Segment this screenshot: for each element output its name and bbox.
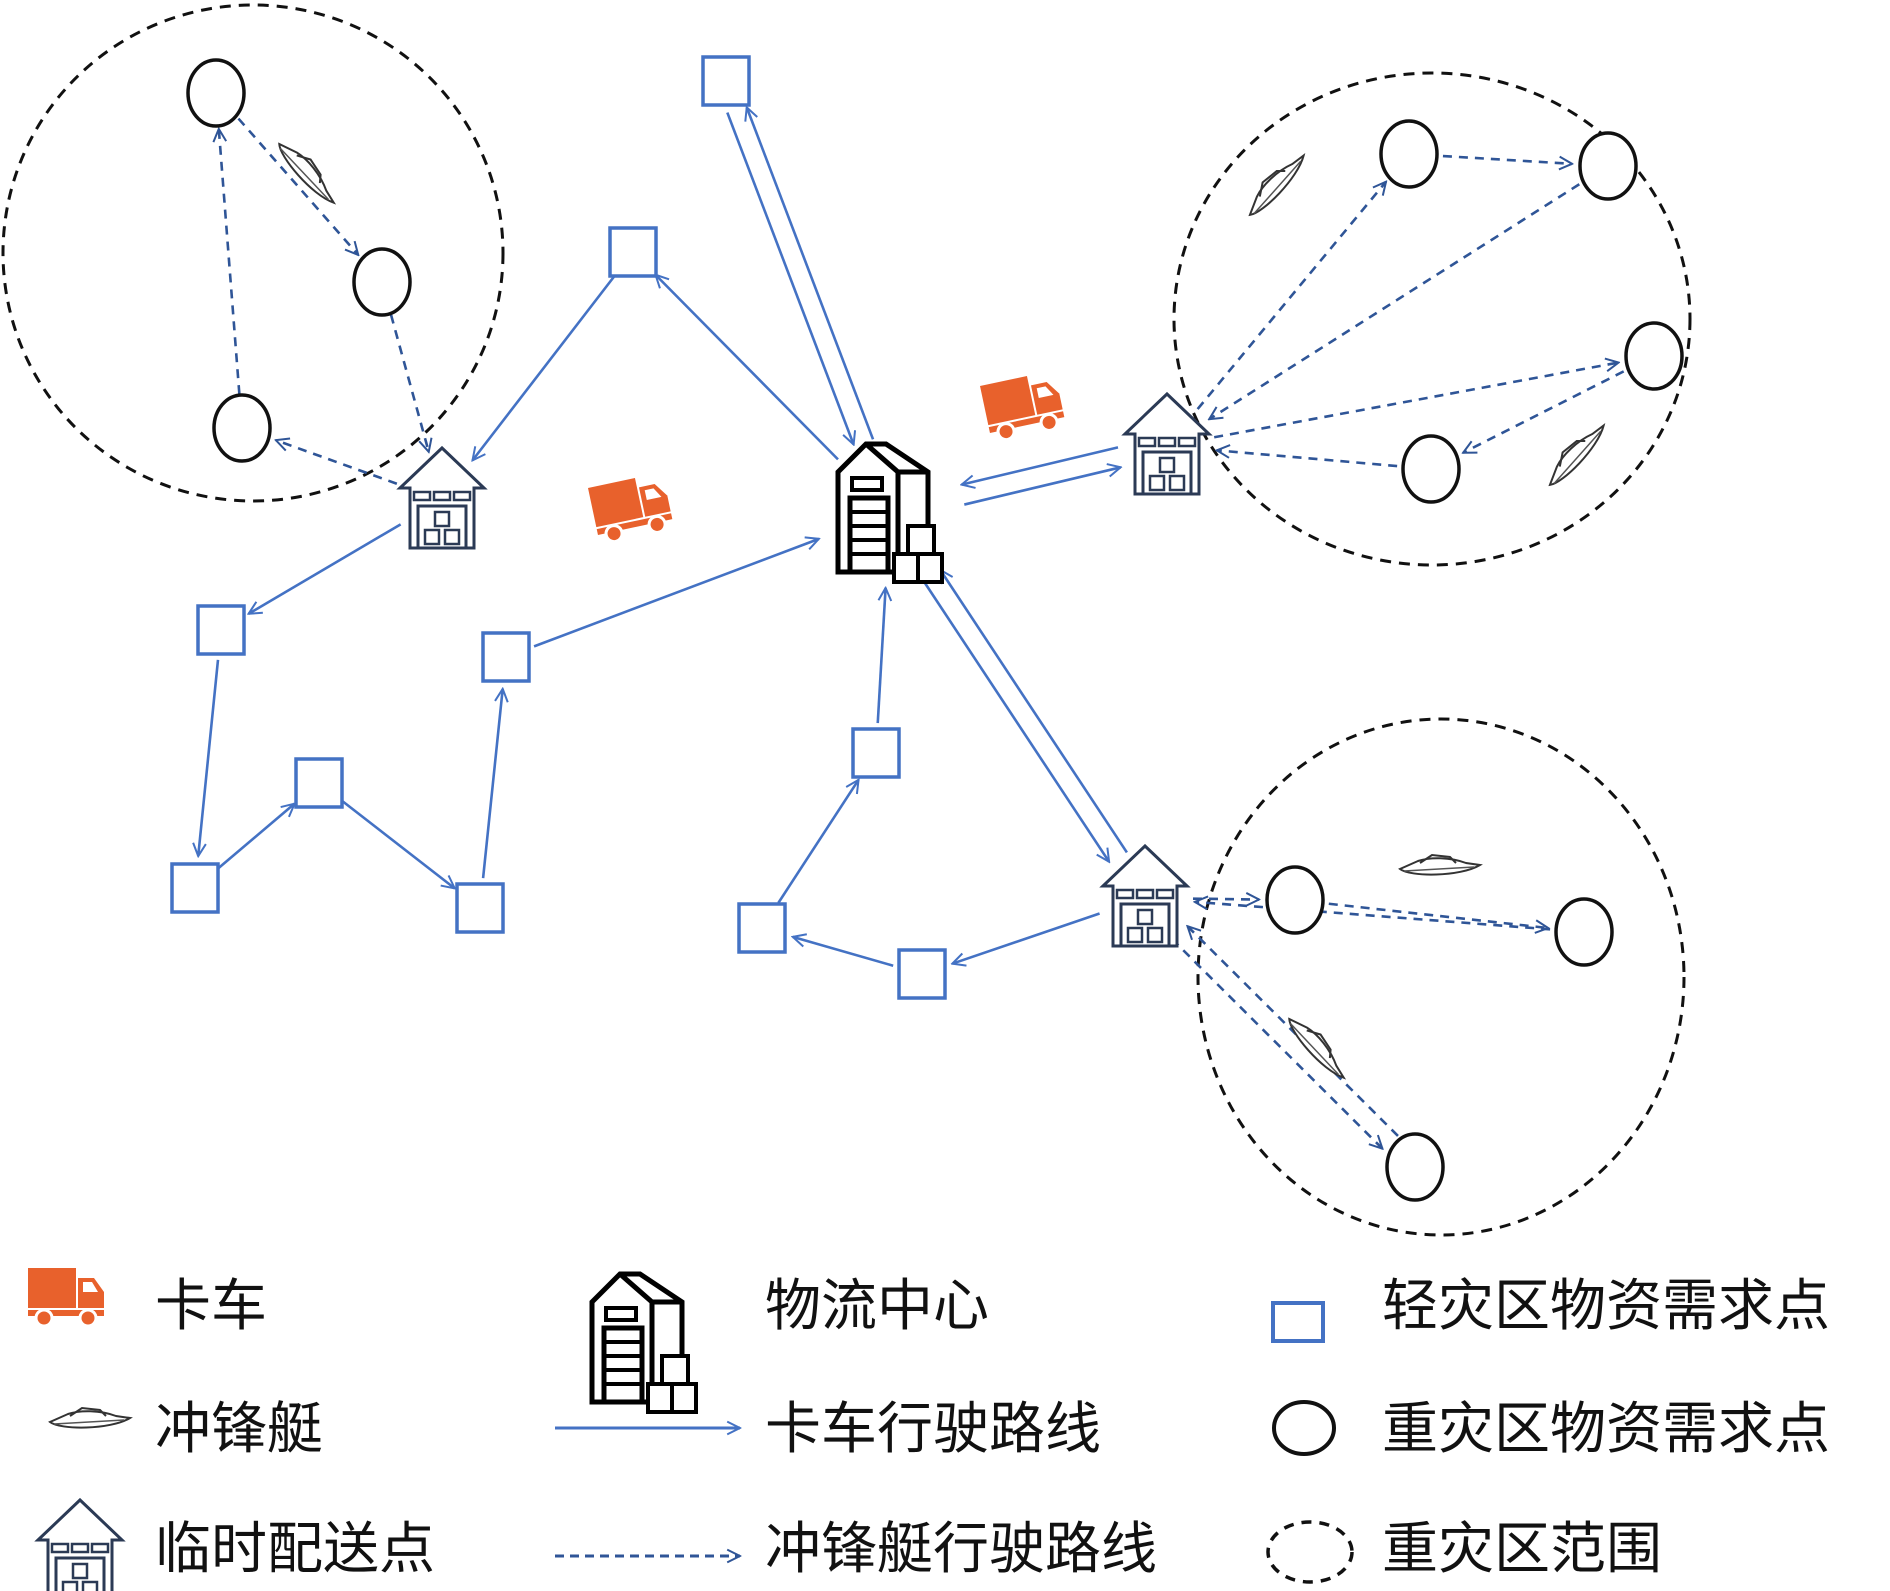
nodes-layer	[170, 55, 1684, 1202]
legend: 卡车 冲锋艇 临时配送点 物流中心 卡车行驶路线 冲锋艇行驶路线 轻灾区物资需求…	[26, 1266, 1830, 1591]
heavy-demand-point	[1265, 865, 1325, 935]
boat-route-H4-H5	[1442, 154, 1572, 164]
truck-icon	[586, 470, 676, 547]
logistics-center-icon	[838, 444, 942, 582]
truck-route-D3-L10	[952, 912, 1100, 963]
truck-route-L8-C	[876, 588, 886, 724]
boat-icon	[49, 1407, 131, 1429]
boat-route-D2-H6	[1213, 363, 1618, 439]
legend-item-truck-route: 卡车行驶路线	[555, 1397, 1101, 1462]
logistics-center-icon	[592, 1274, 696, 1412]
temp-depot-icon	[36, 1498, 124, 1591]
heavy-demand-point	[1401, 434, 1461, 504]
truck-route-D3-C	[940, 570, 1128, 854]
legend-label-boat: 冲锋艇	[155, 1397, 323, 1462]
heavy-demand-point	[212, 393, 272, 463]
heavy-demand-point	[1385, 1132, 1445, 1202]
light-demand-point	[196, 604, 246, 656]
light-demand-square-icon	[1271, 1301, 1325, 1343]
legend-label-truck: 卡车	[155, 1274, 267, 1339]
heavy-zone-boundary	[1172, 71, 1692, 567]
truck-route-L7-L4	[481, 689, 503, 879]
heavy-demand-point	[1578, 131, 1638, 201]
heavy-zones-layer	[1, 3, 1692, 1237]
light-demand-point	[481, 631, 531, 683]
temp-depot-icon	[1101, 844, 1189, 948]
light-demand-point	[170, 862, 220, 914]
heavy-demand-point	[1379, 119, 1439, 189]
boat-route-H6-H7	[1463, 370, 1625, 454]
boat-route-D2-H4	[1196, 182, 1386, 410]
legend-item-boat-route: 冲锋艇行驶路线	[555, 1517, 1157, 1582]
truck-route-L1-C	[726, 112, 853, 445]
legend-item-heavy-demand: 重灾区物资需求点	[1272, 1397, 1830, 1462]
legend-item-temp-depot: 临时配送点	[36, 1498, 435, 1591]
heavy-zone-boundary	[1196, 717, 1686, 1237]
truck-route-L10-L9	[793, 937, 894, 967]
boat-icon	[1539, 417, 1612, 490]
boat-route-D1-H3	[276, 440, 398, 485]
truck-route-L5-L7	[341, 800, 455, 888]
truck-route-D1-L3	[249, 523, 402, 613]
legend-item-heavy-zone: 重灾区范围	[1266, 1517, 1662, 1584]
boat-route-D3-H8	[1192, 899, 1259, 900]
boat-route-H9-D3	[1195, 902, 1551, 931]
boat-icon	[1284, 1009, 1353, 1085]
truck-route-L9-L8	[777, 780, 858, 904]
truck-route-C-L2	[655, 275, 839, 461]
light-demand-point	[294, 757, 344, 809]
legend-label-light-demand: 轻灾区物资需求点	[1382, 1274, 1830, 1339]
truck-icon	[26, 1266, 106, 1328]
light-demand-point	[608, 226, 658, 278]
boat-icon	[1239, 147, 1312, 220]
legend-item-truck: 卡车	[26, 1266, 267, 1339]
light-demand-point	[701, 55, 751, 107]
boat-route-H8-H9	[1328, 902, 1548, 928]
heavy-zone-boundary	[1, 3, 505, 503]
boat-route-H5-D2	[1209, 183, 1580, 419]
boat-route-H1-H2	[237, 117, 358, 255]
legend-label-logistics-center: 物流中心	[765, 1274, 989, 1339]
truck-route-L2-D1	[473, 274, 616, 461]
boat-route-D3-H10	[1171, 938, 1382, 1149]
legend-item-boat: 冲锋艇	[49, 1397, 323, 1462]
light-demand-point	[455, 882, 505, 934]
truck-route-L6-L5	[217, 804, 295, 870]
temp-depot-icon	[1123, 392, 1211, 496]
truck-route-L4-C	[533, 539, 819, 648]
legend-label-boat-route: 冲锋艇行驶路线	[765, 1517, 1157, 1582]
truck-route-C-L1	[747, 107, 875, 440]
light-demand-point	[737, 902, 787, 954]
truck-route-C-D3	[921, 578, 1109, 862]
heavy-zone-dashed-circle-icon	[1266, 1520, 1354, 1584]
boat-route-H2-D1	[389, 314, 429, 452]
boat-route-H7-D2	[1217, 450, 1398, 468]
light-demand-point	[851, 727, 901, 779]
heavy-demand-point	[186, 58, 246, 128]
truck-route-C-D2	[964, 467, 1120, 506]
temp-depot-icon	[398, 446, 486, 550]
heavy-demand-point	[1624, 321, 1684, 391]
light-demand-point	[897, 948, 947, 1000]
boat-route-H3-H1	[219, 129, 241, 395]
routes-layer	[198, 107, 1625, 1149]
legend-item-light-demand: 轻灾区物资需求点	[1271, 1274, 1830, 1343]
legend-label-temp-depot: 临时配送点	[155, 1517, 435, 1582]
truck-route-D2-C	[962, 446, 1119, 484]
heavy-demand-circle-icon	[1272, 1400, 1336, 1456]
heavy-demand-point	[352, 247, 412, 317]
boat-icon	[1399, 854, 1481, 876]
legend-label-truck-route: 卡车行驶路线	[765, 1397, 1101, 1462]
heavy-demand-point	[1554, 897, 1614, 967]
legend-item-logistics-center: 物流中心	[592, 1274, 989, 1412]
truck-icon	[978, 368, 1068, 445]
truck-route-L3-L6	[198, 659, 220, 856]
legend-label-heavy-zone: 重灾区范围	[1382, 1517, 1662, 1582]
legend-label-heavy-demand: 重灾区物资需求点	[1382, 1397, 1830, 1462]
